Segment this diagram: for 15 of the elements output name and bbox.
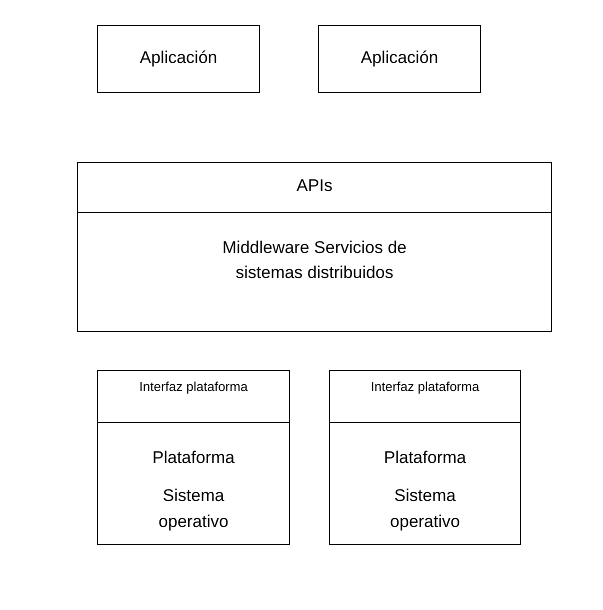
- layer-label: Sistema operativo: [158, 485, 230, 533]
- application-box: [318, 25, 481, 93]
- box-label: Aplicación: [360, 47, 438, 69]
- middleware-box: [77, 162, 552, 332]
- application-box: [97, 25, 260, 93]
- interface-heading: Interfaz plataforma: [370, 378, 480, 396]
- box-label: Aplicación: [140, 47, 218, 69]
- platform-box: [97, 370, 290, 545]
- layer-label: Sistema operativo: [389, 485, 461, 533]
- layer-label: Plataforma: [384, 447, 466, 469]
- layer-heading: APIs: [296, 175, 332, 197]
- layer-description: Middleware Servicios de sistemas distribuidos: [221, 237, 408, 284]
- layer-label: Plataforma: [152, 447, 235, 469]
- platform-box: [329, 370, 521, 545]
- interface-heading: Interfaz plataforma: [139, 378, 248, 396]
